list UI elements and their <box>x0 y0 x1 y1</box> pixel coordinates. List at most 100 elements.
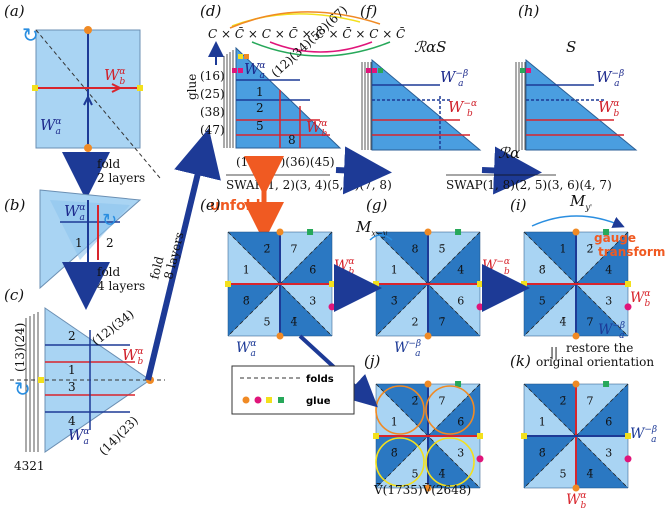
svg-text:1: 1 <box>256 85 264 99</box>
triangle-d <box>235 46 342 149</box>
pairs-bottom-c: (14)(23) <box>96 413 141 458</box>
glue-dot <box>137 85 143 91</box>
glue-dot <box>572 484 580 492</box>
sector-number: 8̄ <box>539 263 546 276</box>
glue-dot <box>572 380 580 388</box>
square-e: 12̄76̄34̄58̄ <box>225 228 336 340</box>
panel-label-f: (f) <box>360 2 377 20</box>
svg-text:W−αb: W−αb <box>448 98 477 119</box>
parallel-mark: || <box>550 345 558 359</box>
glue-dot <box>84 144 92 152</box>
sector-number: 2̄ <box>264 243 271 256</box>
svg-text:3: 3 <box>68 380 76 394</box>
glue-dot <box>424 332 432 340</box>
sector-number: 8 <box>412 243 419 256</box>
sector-number: 8̄ <box>243 295 250 308</box>
product-formula: C × C̄ × C × C̄ × C × C̄ × C × C̄ <box>208 26 405 41</box>
sector-number: 7̄ <box>439 315 446 328</box>
layers-c: 4321 <box>14 459 45 473</box>
svg-text:1: 1 <box>68 363 76 377</box>
glue-dot <box>603 229 610 235</box>
title-f: ℛαS <box>414 38 446 56</box>
svg-text:(38): (38) <box>200 105 225 119</box>
orbit-arc <box>425 437 475 487</box>
svg-text:W−βa: W−βa <box>440 68 468 89</box>
panel-label-h: (h) <box>518 2 540 20</box>
sector-number: 2̄ <box>560 395 567 408</box>
step-fold8: fold 8 layers <box>145 128 221 381</box>
sector-number: 6 <box>457 295 464 308</box>
square-j: 12̄76̄34̄58̄ <box>373 380 484 492</box>
glue-dot <box>455 229 462 235</box>
sector-number: 1 <box>539 415 546 428</box>
svg-text:8: 8 <box>288 133 296 147</box>
glue-dot <box>84 26 92 34</box>
swap1-label: SWAP(1, 2)(3, 4)(5, 6)(7, 8) <box>226 178 392 192</box>
glue-dot <box>572 332 580 340</box>
unfold-label: unfold <box>210 198 260 214</box>
sector-number: 4̄ <box>587 467 594 480</box>
glue-dot <box>572 228 580 236</box>
gauge-label: gauge <box>594 231 636 245</box>
sector-number: 1 <box>560 243 567 256</box>
glue-dot <box>32 85 38 91</box>
sector-number: 4 <box>457 263 464 276</box>
panel-d: (d) C × C̄ × C × C̄ × C × C̄ × C × C̄ gl… <box>185 2 405 192</box>
svg-text:fold: fold <box>97 265 121 279</box>
sector-number: 5̄ <box>439 243 446 256</box>
sector-number: 8̄ <box>391 447 398 460</box>
orbit-arc <box>375 385 425 435</box>
sector-number: 4̄ <box>291 315 298 328</box>
svg-text:(25): (25) <box>200 87 225 101</box>
svg-text:(47): (47) <box>200 123 225 137</box>
sector-number: 1 <box>391 263 398 276</box>
sector-number: 2̄ <box>587 243 594 256</box>
pairs-left-c: (13)(24) <box>13 323 27 372</box>
svg-text:Wαa: Wαa <box>64 202 86 223</box>
panel-label-i: (i) <box>510 196 527 214</box>
glue-dot <box>625 433 631 439</box>
step-fold2: fold 2 layers <box>62 152 145 200</box>
triangle-f <box>371 58 482 151</box>
svg-text:2: 2 <box>68 329 76 343</box>
glue-dot <box>373 433 379 439</box>
orbit-arc <box>425 385 475 435</box>
legend-folds: folds <box>306 374 334 385</box>
glue-side-label: glue <box>185 74 199 100</box>
square-k: 12̄76̄34̄58̄ <box>521 380 632 492</box>
sector-number: 1 <box>391 415 398 428</box>
panel-label-g: (g) <box>366 196 387 214</box>
sector-number: 3 <box>605 295 612 308</box>
title-h: S <box>566 38 576 56</box>
svg-text:4: 4 <box>68 414 76 428</box>
glue-dot <box>424 484 432 492</box>
glue-dot <box>424 228 432 236</box>
glue-dot <box>521 433 527 439</box>
svg-text:transform: transform <box>598 245 665 259</box>
mirror-g: Mx−y <box>355 218 388 238</box>
svg-text:Wαa: Wαa <box>68 426 90 447</box>
sector-number: 7 <box>587 315 594 328</box>
sector-number: 4 <box>605 263 612 276</box>
glue-dot <box>455 381 462 387</box>
glue-dot <box>625 281 631 287</box>
glue-dot <box>477 281 483 287</box>
rotate-icon: ↻ <box>22 23 39 47</box>
svg-text:W−βa: W−βa <box>596 68 624 89</box>
glue-dot <box>329 281 335 287</box>
svg-text:2: 2 <box>256 101 264 115</box>
panel-label-d: (d) <box>200 2 221 20</box>
sector-number: 5 <box>539 295 546 308</box>
sector-number: 5 <box>264 315 271 328</box>
svg-text:(16): (16) <box>200 69 225 83</box>
